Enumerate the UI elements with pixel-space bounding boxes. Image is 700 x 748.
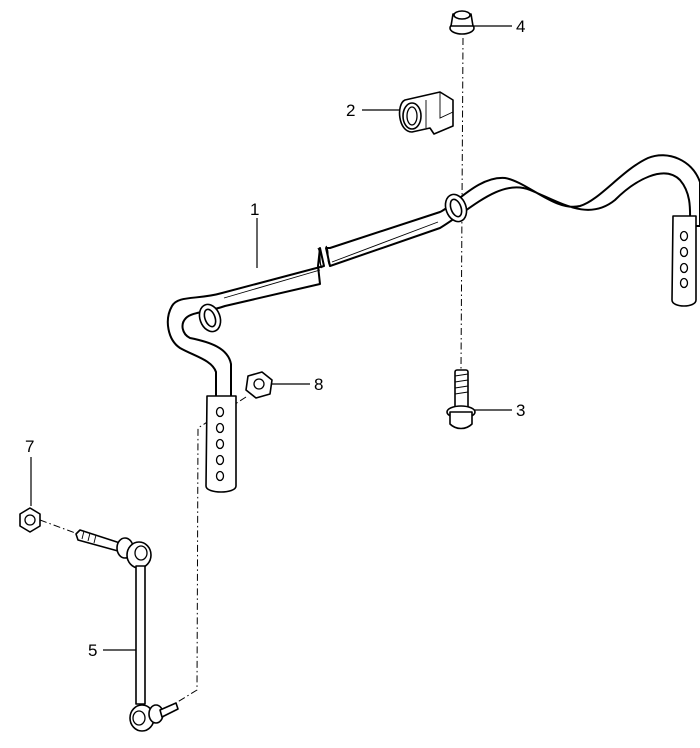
left-arm-hole-1	[215, 406, 225, 418]
coupling-rod-lower-joint-cap	[132, 710, 146, 726]
stabilizer-bar-left-section	[166, 247, 325, 399]
assembly-line-nut7-to-link	[39, 519, 79, 535]
stabilizer-bar-right-edge	[331, 221, 439, 263]
left-arm-hole-5	[215, 470, 225, 482]
mounting-bolt-thread	[454, 373, 469, 395]
left-arm-hole-2	[215, 422, 225, 434]
rubber-bushing-flange	[425, 92, 454, 128]
assembly-lines	[39, 37, 464, 707]
callout-2: 2	[346, 101, 355, 120]
mounting-bolt-head	[449, 411, 473, 430]
callout-4: 4	[516, 17, 525, 36]
stabilizer-bar-left-edge	[223, 269, 321, 299]
flange-nut-top	[453, 10, 471, 20]
coupling-rod-lower-stud	[159, 702, 179, 718]
hex-nut	[19, 507, 41, 533]
stabilizer-bar-break-right	[325, 245, 331, 267]
callout-8: 8	[314, 375, 323, 394]
callout-labels: 1 2 3 4 5 7 8	[25, 17, 525, 660]
callout-3: 3	[516, 401, 525, 420]
coupling-rod-shaft	[135, 565, 146, 705]
right-arm-hole-4	[679, 277, 689, 289]
callout-5: 5	[88, 641, 97, 660]
right-arm-hole-3	[679, 262, 689, 274]
rubber-bushing	[398, 91, 454, 135]
leader-lines	[30, 25, 512, 651]
collar-nut-bore	[253, 378, 265, 390]
right-arm-hole-2	[679, 246, 689, 258]
left-arm-hole-3	[215, 438, 225, 450]
flange-nut	[449, 10, 475, 35]
coupling-rod-upper-stud	[75, 529, 121, 552]
stabilizer-bar-right-section	[325, 154, 700, 267]
coupling-rod	[75, 529, 179, 732]
right-arm-hole-1	[679, 230, 689, 242]
callout-7: 7	[25, 437, 34, 456]
collar-nut	[245, 371, 273, 399]
hex-nut-bore	[24, 514, 36, 526]
coupling-rod-upper-thread	[81, 530, 97, 544]
callout-1: 1	[250, 200, 259, 219]
assembly-line-link-to-bar	[170, 396, 247, 707]
bar-bushing-ring-left	[198, 303, 222, 333]
rubber-bushing-bore-inner	[406, 106, 418, 126]
stabilizer-bar	[166, 154, 700, 493]
mounting-bolt	[446, 369, 476, 430]
left-arm-hole-4	[215, 454, 225, 466]
coupling-rod-upper-joint-cap	[134, 545, 148, 561]
bar-bushing-ring-right	[444, 193, 468, 223]
stabilizer-bar-right-arm	[671, 215, 697, 307]
stabilizer-bar-break-left	[317, 247, 323, 269]
